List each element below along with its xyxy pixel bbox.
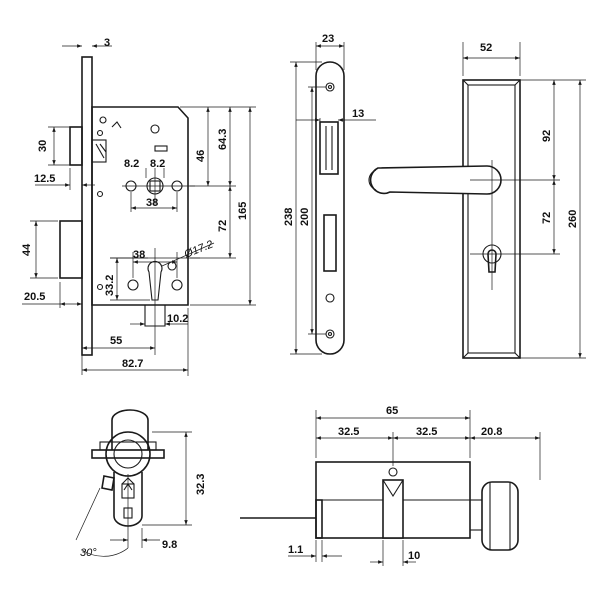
cylinder-flange-top — [315, 499, 323, 539]
lever-handle — [369, 165, 502, 195]
handle-backplate-inner — [467, 84, 516, 354]
dim-cylinder-total-length: 65 — [386, 405, 398, 417]
dim-cam-width: 10 — [408, 550, 420, 562]
dim-faceplate-thickness: 3 — [104, 37, 110, 49]
body-hole — [150, 124, 160, 134]
latch-slot-lines — [325, 126, 333, 170]
dim-spindle-to-top-total: 64.3 — [217, 129, 229, 150]
dim-center-distance: 72 — [217, 220, 229, 232]
cylinder-top-view: 65 32.5 32.5 20.8 1.1 10 — [240, 405, 541, 566]
dim-body-height: 165 — [237, 202, 249, 220]
latch-mechanism — [91, 139, 107, 163]
dim-flange-thickness: 1.1 — [288, 544, 303, 556]
dim-cylinder-left-half: 32.5 — [338, 426, 359, 438]
faceplate-latch-opening — [319, 121, 339, 175]
faceplate-view: 23 13 238 200 — [283, 33, 376, 355]
dim-spindle-to-top: 46 — [195, 150, 207, 162]
cylinder-cam-top — [382, 479, 404, 539]
body-hole — [96, 190, 104, 198]
body-hole — [99, 116, 107, 124]
dim-bolt-height: 44 — [21, 243, 33, 256]
faceplate-screw-top-icon — [325, 82, 335, 92]
dim-backset: 55 — [110, 335, 122, 347]
dead-bolt — [59, 220, 83, 279]
dim-cylinder-right-half: 32.5 — [416, 426, 437, 438]
body-hole — [96, 283, 104, 291]
faceplate-outline — [315, 61, 345, 355]
faceplate-screw-bottom-icon — [325, 329, 335, 339]
thumb-turn-knob — [481, 481, 519, 551]
dim-latch-height: 30 — [37, 140, 49, 152]
dim-handle-to-key: 72 — [541, 212, 553, 224]
cylinder-screw-left-icon — [127, 279, 139, 291]
spring-detail — [111, 121, 122, 129]
dim-offset-left: 8.2 — [124, 158, 139, 170]
dim-latch-projection: 12.5 — [34, 173, 55, 185]
cylinder-screw-right-icon — [171, 279, 183, 291]
cylinder-cam — [111, 409, 149, 452]
dim-faceplate-total-height: 238 — [283, 208, 295, 226]
dim-backplate-width: 52 — [480, 42, 492, 54]
dim-body-depth: 82.7 — [122, 358, 143, 370]
dim-backplate-height: 260 — [567, 210, 579, 228]
keyhole-icon — [487, 249, 497, 273]
body-hole — [96, 129, 104, 137]
dim-cylinder-height: 33.2 — [104, 275, 116, 296]
cylinder-side-view: 30° 32.3 9.8 — [75, 409, 207, 559]
dim-faceplate-screw-distance: 200 — [299, 208, 311, 226]
body-hole — [167, 261, 177, 271]
handle-backplate — [462, 79, 521, 359]
faceplate-bolt-opening — [323, 214, 337, 272]
dim-faceplate-width: 23 — [322, 33, 334, 45]
dim-bolt-projection: 20.5 — [24, 291, 45, 303]
dim-cylinder-offset: 10.2 — [167, 313, 188, 325]
dim-top-to-handle: 92 — [541, 130, 553, 142]
faceplate-hole — [325, 293, 335, 303]
dim-offset-right: 8.2 — [150, 158, 165, 170]
lock-case — [91, 106, 189, 306]
fixing-hole-icon — [388, 467, 398, 477]
dim-knob-length: 20.8 — [481, 426, 502, 438]
dim-cylinder-side-height: 32.3 — [195, 474, 207, 495]
dim-cylinder-width: 38 — [133, 249, 145, 261]
dim-cam-offset: 9.8 — [162, 539, 177, 551]
cam-tab — [101, 475, 115, 491]
handle-plate-view: 52 92 72 260 — [368, 42, 586, 359]
dim-spindle-width: 38 — [146, 197, 158, 209]
dim-faceplate-latch-width: 13 — [352, 108, 364, 120]
latch-bolt — [69, 126, 83, 166]
dim-cam-angle: 30° — [80, 547, 97, 559]
cylinder-flange — [91, 449, 165, 459]
lock-body-view: 3 30 12.5 44 20.5 8.2 8.2 38 — [21, 37, 256, 376]
lock-faceplate — [81, 56, 93, 356]
